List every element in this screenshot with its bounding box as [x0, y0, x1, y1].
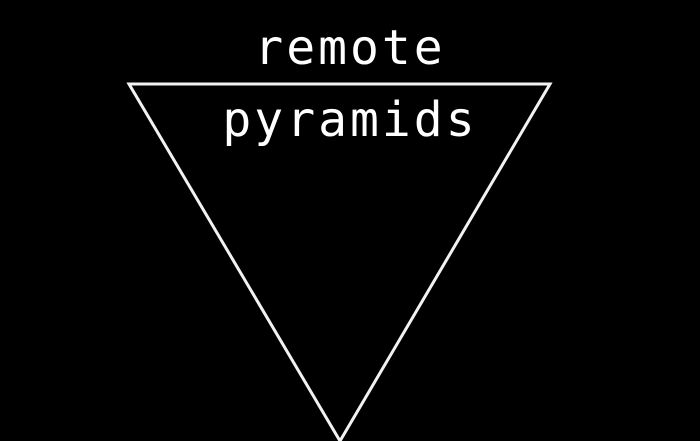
triangle-outline	[126, 82, 553, 441]
logo-text-line-1: remote	[254, 20, 446, 76]
logo-text-line-2: pyramids	[222, 92, 478, 148]
